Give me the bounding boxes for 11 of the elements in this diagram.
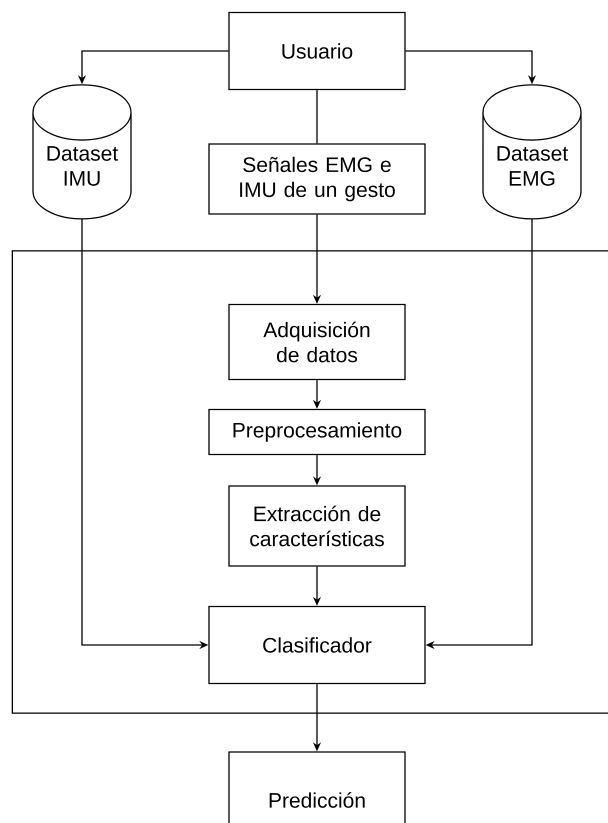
connector-line — [316, 90, 318, 144]
process-box: Usuario — [228, 12, 406, 90]
process-box: Adquisición de datos — [228, 304, 406, 380]
process-box: Predicción — [228, 751, 406, 823]
process-box: Clasificador — [208, 606, 426, 684]
frame — [12, 250, 608, 714]
database-cylinder: Dataset EMG — [482, 84, 582, 220]
database-cylinder: Dataset IMU — [32, 84, 132, 220]
process-box: Señales EMG e IMU de un gesto — [208, 143, 426, 215]
process-box: Preprocesamiento — [208, 408, 426, 456]
process-box: Extracción de características — [228, 485, 406, 567]
